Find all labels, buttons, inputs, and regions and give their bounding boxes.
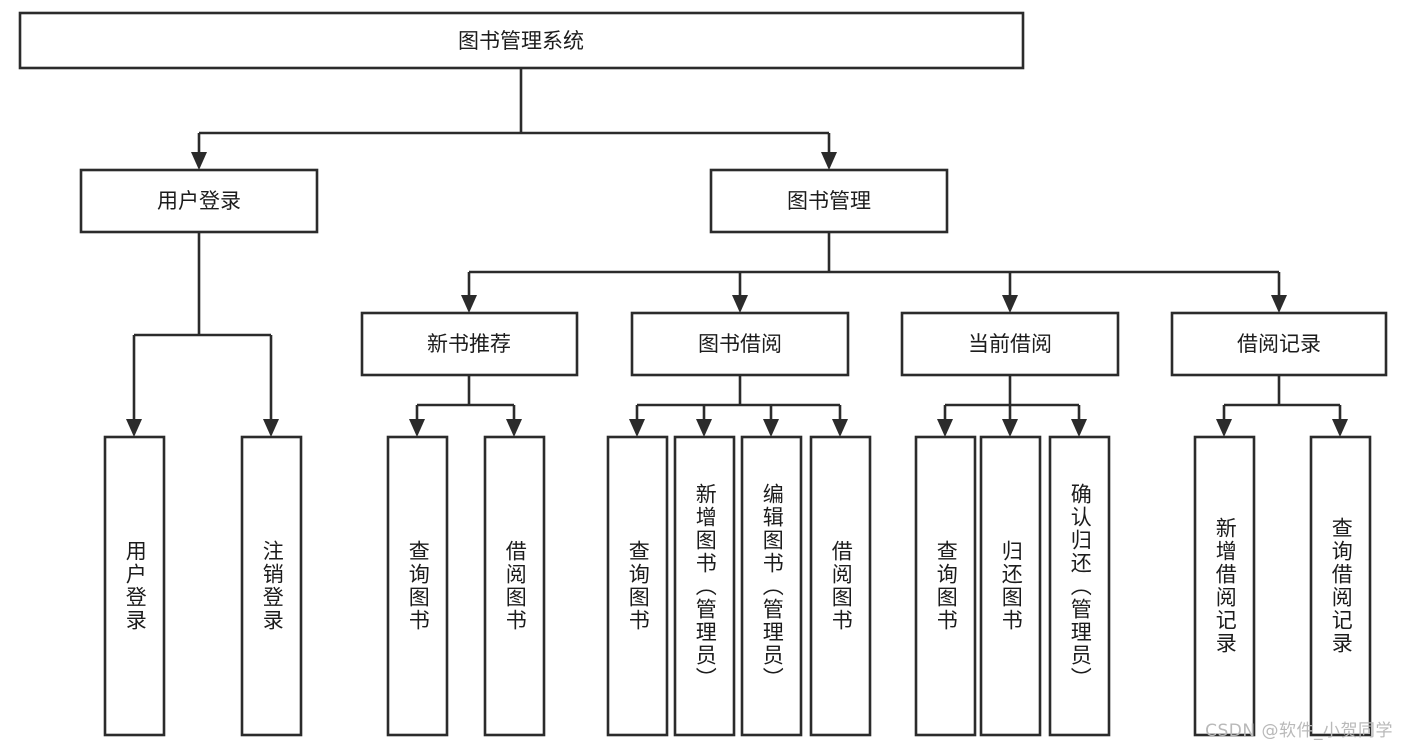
node-leaf-user-login-box[interactable]	[103, 435, 166, 737]
node-new-book-recommend-label: 新书推荐	[427, 332, 511, 356]
node-current-borrow[interactable]: 当前借阅	[900, 311, 1120, 377]
node-leaf-query-book-2-box[interactable]	[606, 435, 669, 737]
arrowhead-leaf-borrow-book-2	[832, 419, 848, 437]
arrowhead-leaf-query-book-3	[937, 419, 953, 437]
arrowhead-new-book-recommend	[461, 295, 477, 313]
node-leaf-logout-login-box[interactable]	[240, 435, 303, 737]
connector-group-current-borrow	[937, 375, 1087, 437]
connector-group-borrow-record	[1216, 375, 1348, 437]
arrowhead-user-login	[191, 152, 207, 170]
node-leaf-edit-book-box[interactable]	[740, 435, 803, 737]
node-leaf-borrow-book-1-box[interactable]	[483, 435, 546, 737]
node-borrow-record-label: 借阅记录	[1237, 332, 1321, 356]
node-leaf-add-record-box[interactable]	[1193, 435, 1256, 737]
watermark-text: CSDN @软件_小贺同学	[1205, 721, 1393, 741]
node-user-login-label: 用户登录	[157, 189, 241, 213]
node-leaf-query-record-box[interactable]	[1309, 435, 1372, 737]
arrowhead-current-borrow	[1002, 295, 1018, 313]
arrowhead-leaf-query-book-2	[629, 419, 645, 437]
node-root-label: 图书管理系统	[458, 29, 584, 53]
arrowhead-leaf-query-record	[1332, 419, 1348, 437]
node-leaf-return-book-box[interactable]	[979, 435, 1042, 737]
arrowhead-leaf-confirm-return	[1071, 419, 1087, 437]
node-borrow-record[interactable]: 借阅记录	[1170, 311, 1388, 377]
node-leaf-query-book-1-box[interactable]	[386, 435, 449, 737]
node-leaf-borrow-book-2-box[interactable]	[809, 435, 872, 737]
node-book-management[interactable]: 图书管理	[709, 168, 949, 234]
node-borrow-record-box[interactable]	[1170, 311, 1388, 377]
node-leaf-add-book-box[interactable]	[673, 435, 736, 737]
node-new-book-recommend[interactable]: 新书推荐	[360, 311, 579, 377]
arrowhead-leaf-edit-book	[763, 419, 779, 437]
node-root-box[interactable]	[18, 11, 1025, 70]
connector-group-root	[191, 68, 837, 170]
node-book-borrow[interactable]: 图书借阅	[630, 311, 850, 377]
arrowhead-book-management	[821, 152, 837, 170]
node-current-borrow-label: 当前借阅	[968, 332, 1052, 356]
node-book-management-label: 图书管理	[787, 189, 871, 213]
node-book-borrow-label: 图书借阅	[698, 332, 782, 356]
node-current-borrow-box[interactable]	[900, 311, 1120, 377]
node-user-login[interactable]: 用户登录	[79, 168, 319, 234]
node-new-book-recommend-box[interactable]	[360, 311, 579, 377]
node-book-management-box[interactable]	[709, 168, 949, 234]
node-leaf-confirm-return-box[interactable]	[1048, 435, 1111, 737]
node-book-borrow-box[interactable]	[630, 311, 850, 377]
connector-group-new-book-recommend	[409, 375, 522, 437]
arrowhead-leaf-borrow-book-1	[506, 419, 522, 437]
connector-group-book-management	[461, 232, 1287, 313]
arrowhead-leaf-query-book-1	[409, 419, 425, 437]
arrowhead-leaf-add-book	[696, 419, 712, 437]
arrowhead-borrow-record	[1271, 295, 1287, 313]
arrowhead-leaf-logout-login	[263, 419, 279, 437]
arrowhead-leaf-user-login	[126, 419, 142, 437]
connector-group-book-borrow	[629, 375, 848, 437]
arrowhead-leaf-add-record	[1216, 419, 1232, 437]
node-leaf-query-book-3-box[interactable]	[914, 435, 977, 737]
node-user-login-box[interactable]	[79, 168, 319, 234]
node-root[interactable]: 图书管理系统	[18, 11, 1025, 70]
arrowhead-leaf-return-book	[1002, 419, 1018, 437]
connector-group-user-login	[126, 232, 279, 437]
arrowhead-book-borrow	[732, 295, 748, 313]
